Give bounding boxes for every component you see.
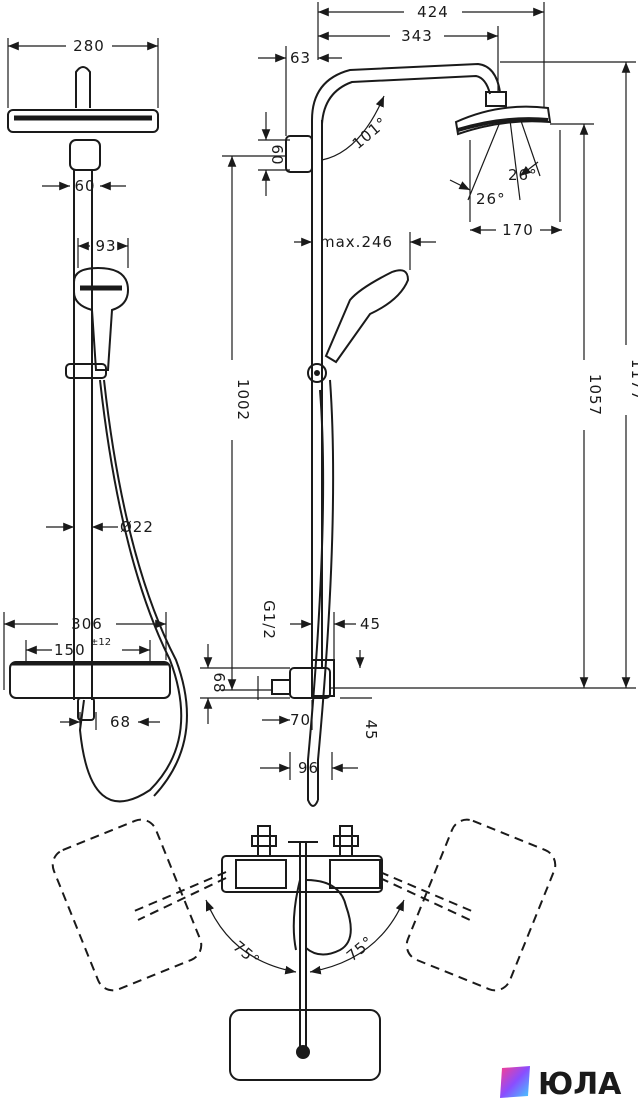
- side-arm-inner: [321, 74, 491, 125]
- front-dimensions: 280 60 93 Ø22 306 150 ±12 68: [3, 37, 167, 731]
- top-ghost-plate-left: [51, 818, 203, 992]
- dim-thread: G1/2: [260, 600, 278, 640]
- shower-rail: [73, 170, 93, 700]
- rail-slider: [65, 363, 107, 379]
- side-view: [271, 62, 561, 807]
- dim-rail-diameter: Ø22: [120, 518, 154, 536]
- yula-logo-icon: [500, 1066, 530, 1098]
- dim-outlet-height: 1057: [586, 374, 604, 416]
- dim-spout-depth: 70: [290, 711, 311, 729]
- side-hand-shower: [324, 269, 410, 364]
- dim-offset-bottom: 45: [362, 719, 380, 740]
- hand-shower: [73, 266, 130, 371]
- dim-wall-distance: 63: [290, 49, 311, 67]
- dim-arm-angle: 101°: [349, 113, 391, 153]
- side-overhead-head: [454, 105, 552, 136]
- top-swivel-left-line: [131, 871, 227, 913]
- yula-logo-text: ЮЛА: [538, 1067, 622, 1100]
- overhead-shower-head: [7, 109, 159, 133]
- dim-base-depth: 96: [298, 759, 319, 777]
- dim-head-diameter: 170: [502, 221, 534, 239]
- side-inlet: [271, 679, 291, 695]
- side-hose: [317, 379, 335, 800]
- top-valve-left: [257, 825, 271, 857]
- dim-holder-height: 60: [268, 144, 286, 165]
- dim-connection-tolerance: ±12: [90, 637, 111, 648]
- front-view: [7, 66, 188, 803]
- top-thermostat-body: [221, 855, 383, 893]
- dim-arm-projection: 343: [401, 27, 433, 45]
- spray-cone: [467, 117, 561, 222]
- shower-hose: [78, 379, 183, 803]
- thermostat-body: [9, 661, 171, 699]
- dim-offset-top: 45: [360, 615, 381, 633]
- top-overhead-plate: [229, 1009, 381, 1081]
- side-overhead-plate: [457, 117, 549, 132]
- side-arm: [311, 62, 501, 121]
- dim-thermostat-width: 306: [71, 615, 103, 633]
- overhead-shower-nozzle: [75, 66, 91, 108]
- side-rail: [311, 120, 323, 668]
- dim-total-height: 1177: [628, 359, 638, 401]
- dim-total-projection: 424: [417, 3, 449, 21]
- dim-connection-distance: 150: [54, 641, 86, 659]
- dim-spout-width: 68: [110, 713, 131, 731]
- dim-tilt-left: 26°: [476, 190, 506, 208]
- top-ghost-plate-right: [405, 818, 557, 992]
- dim-hand-shower-width: 93: [95, 237, 116, 255]
- dim-tilt-right: 26°: [508, 166, 538, 184]
- dim-rail-height: 1002: [234, 379, 252, 421]
- top-view: 75° 75°: [51, 818, 557, 1081]
- spout: [77, 697, 95, 721]
- side-slider: [307, 363, 327, 383]
- arm-holder: [69, 139, 101, 171]
- top-valve-right: [339, 825, 353, 857]
- top-swivel-right-line: [379, 871, 475, 913]
- side-dimensions: 424 343 63 101° 60 26° 26° 170 max.246 1…: [200, 2, 638, 780]
- dim-width-head: 280: [73, 37, 105, 55]
- dim-max-extension: max.246: [320, 233, 393, 251]
- side-wall-holder: [285, 135, 313, 173]
- dim-arm-width: 60: [74, 177, 95, 195]
- shower-hose-inner: [103, 379, 188, 797]
- side-overhead-neck: [485, 91, 507, 107]
- yula-logo: ЮЛА: [500, 1066, 622, 1100]
- dim-thermostat-height: 68: [210, 672, 228, 693]
